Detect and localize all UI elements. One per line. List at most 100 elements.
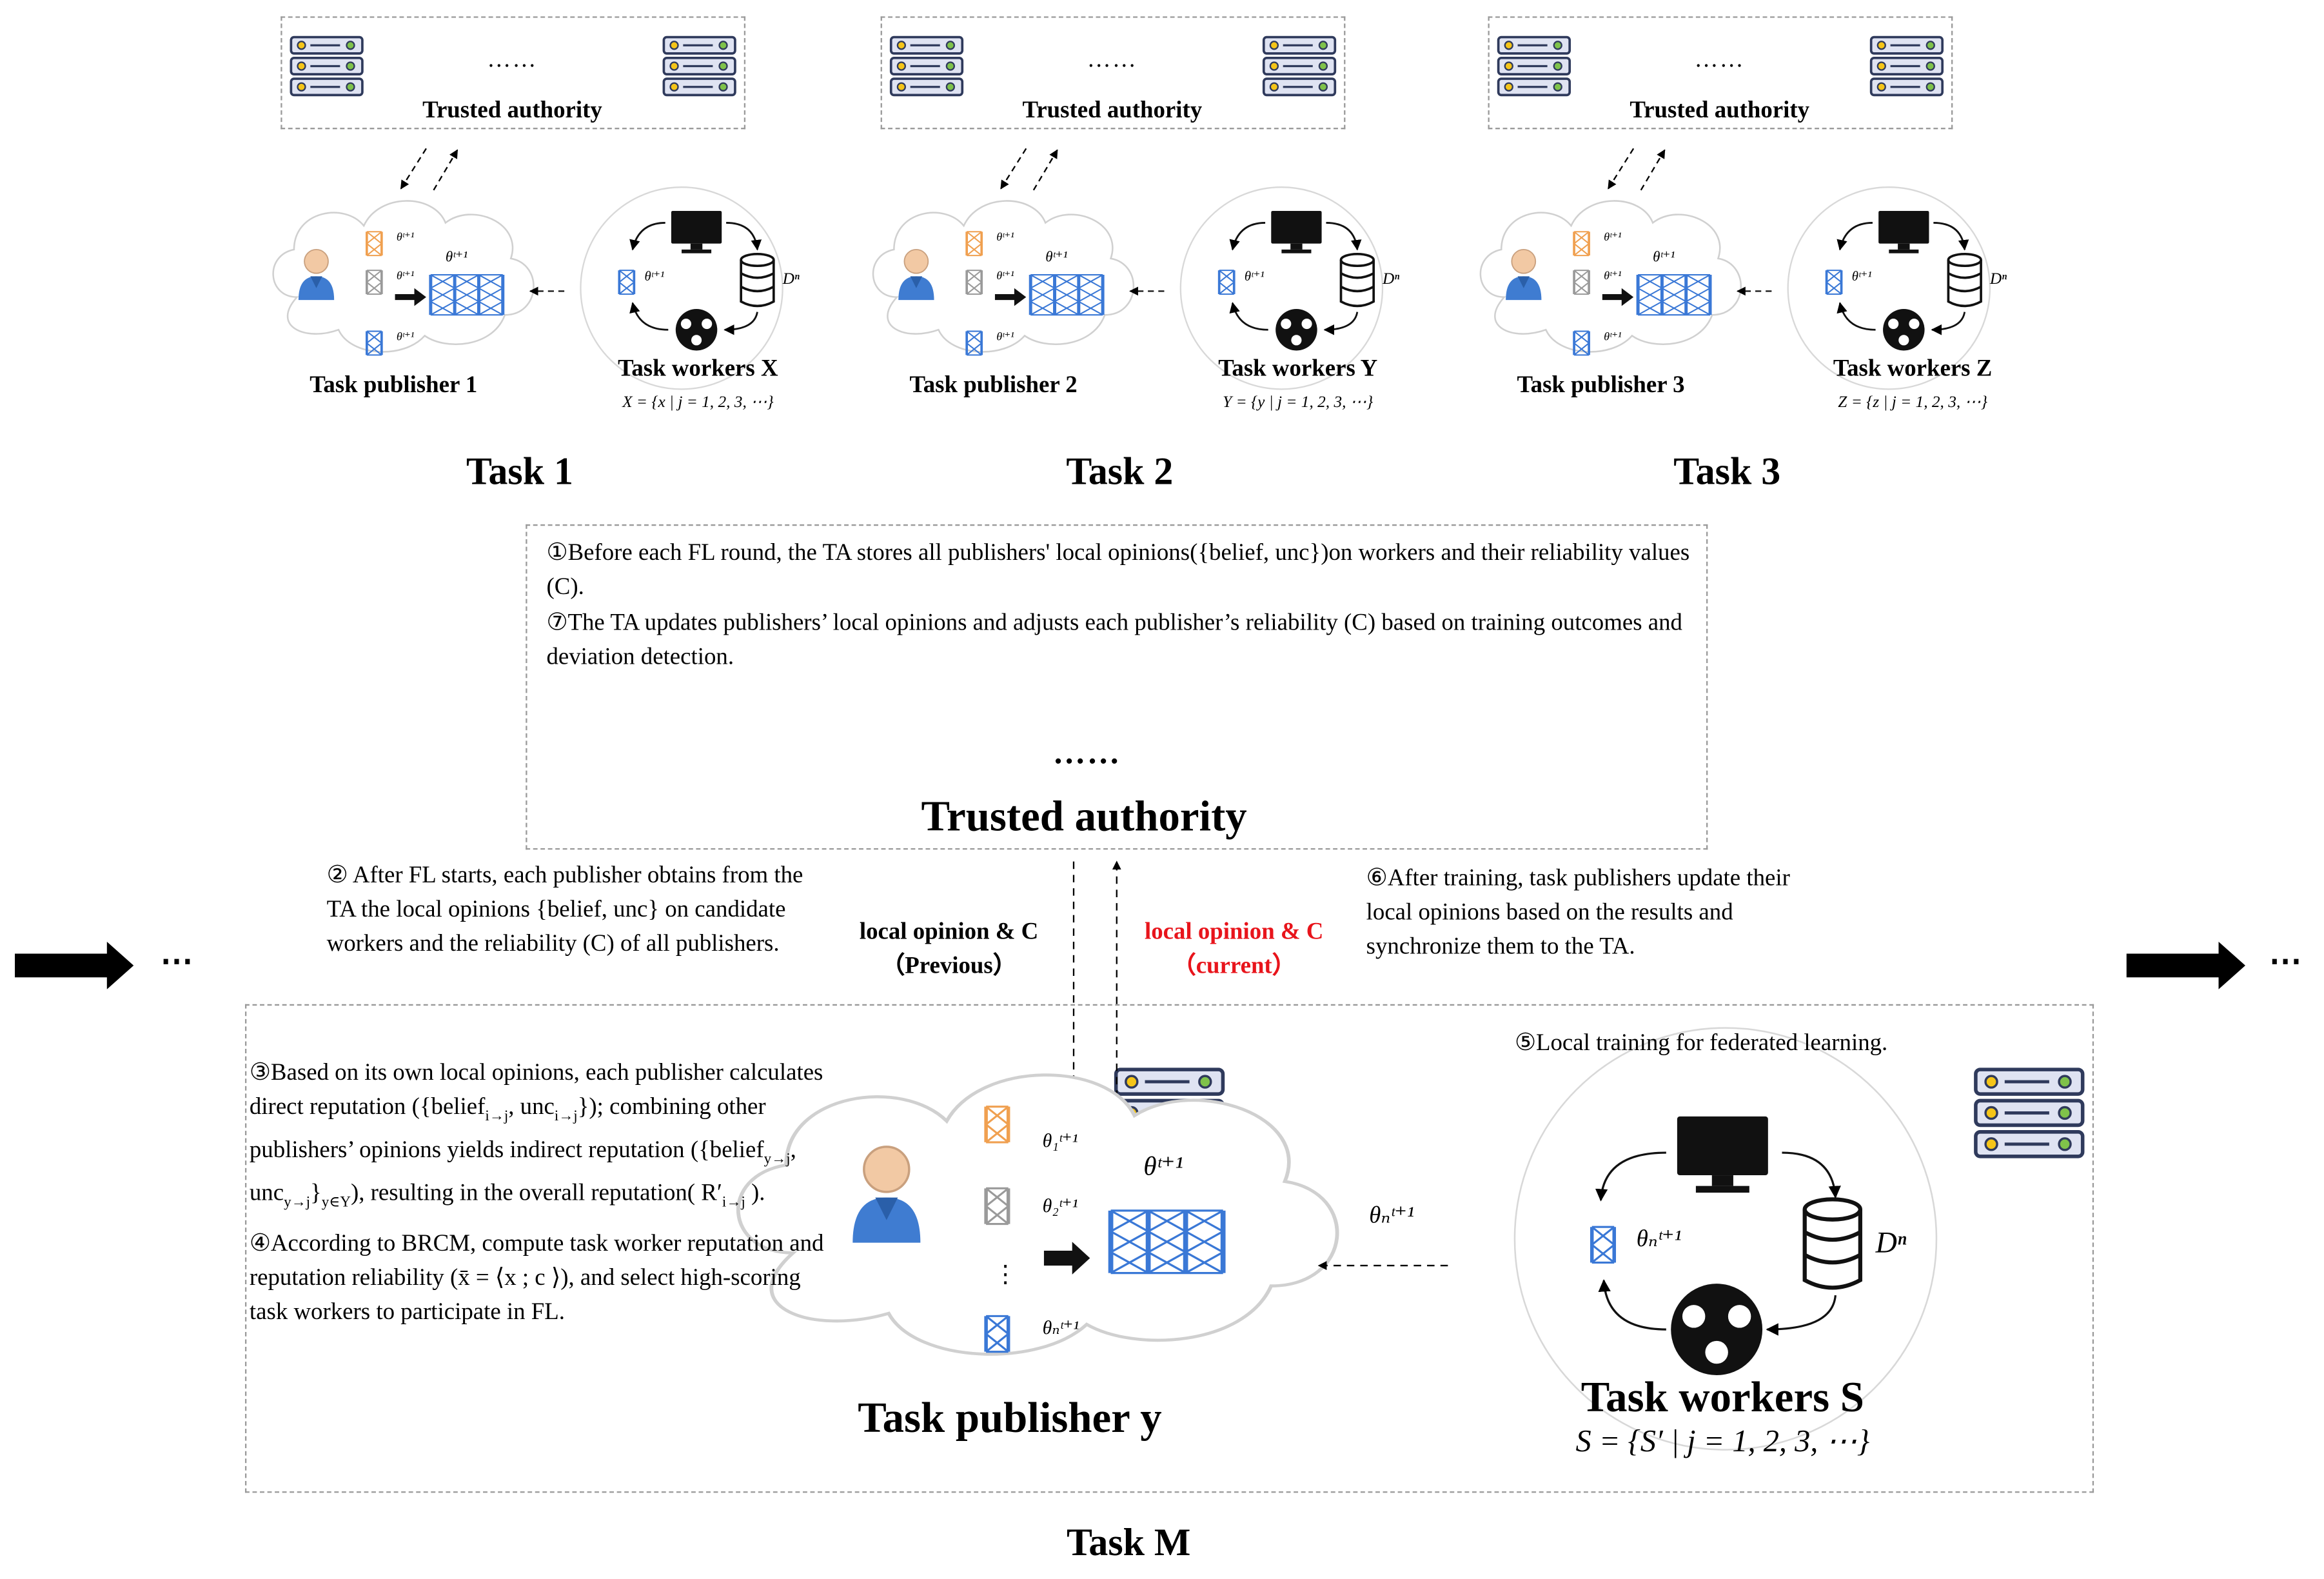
vertical-ellipsis: ⋮ (993, 1262, 1018, 1288)
step-3-part: ), resulting in the overall reputation( … (350, 1181, 722, 1207)
ellipsis: …… (1087, 47, 1138, 73)
dataset-label: Dⁿ (1383, 270, 1400, 288)
neural-network-icon (1030, 275, 1103, 315)
group-icon (675, 309, 718, 351)
theta-transfer-label: θₙᵗ⁺¹ (1369, 1203, 1415, 1229)
task-workers-label: Task workers Y (1218, 356, 1378, 382)
theta-1-label: θ₁ᵗ⁺¹ (1042, 1129, 1078, 1151)
task-2-authority-box (880, 16, 1346, 130)
step-7-text: ⑦The TA updates publishers’ local opinio… (546, 610, 1682, 670)
opinion-current-line1: local opinion & C (1144, 919, 1324, 945)
step-3-sub: y∈Y (321, 1195, 351, 1212)
left-ellipsis: ⋯ (160, 942, 193, 979)
step-6-text: ⑥After training, task publishers update … (1366, 866, 1790, 960)
trusted-authority-label: Trusted authority (1630, 97, 1810, 124)
theta-worker-label: θᵗ⁺¹ (1851, 268, 1872, 284)
step-3-part: combining other publishers’ opinions yie… (249, 1095, 766, 1164)
download-arrow (400, 148, 427, 190)
theta-label: θᵗ⁺¹ (996, 330, 1014, 343)
step-3-sub: i→j (554, 1108, 578, 1125)
opinion-current-line2: （current） (1172, 953, 1296, 979)
database-icon (1947, 252, 1982, 308)
neural-network-icon (431, 275, 503, 315)
opinion-previous-line2: （Previous） (881, 953, 1017, 979)
theta-main-label: θᵗ⁺¹ (1653, 249, 1675, 266)
theta-label: θᵗ⁺¹ (396, 330, 415, 343)
task-2-group (872, 35, 1384, 390)
right-ellipsis: ⋯ (2269, 942, 2302, 979)
theta-main-label: θᵗ⁺¹ (1143, 1151, 1183, 1181)
theta-main-label: θᵗ⁺¹ (445, 249, 468, 266)
step-3-text: ③Based on its own local opinions, each p… (250, 1056, 832, 1220)
dataset-label: Dⁿ (782, 270, 800, 288)
task-title: Task 1 (466, 450, 573, 493)
step-3-part: ③Based on its own local opinions, each p… (249, 1060, 823, 1120)
theta-label: θᵗ⁺¹ (996, 230, 1014, 244)
opinion-previous-line1: local opinion & C (859, 919, 1039, 945)
step-5-text: ⑤Local training for federated learning. (1514, 1031, 1888, 1057)
worker-circle (1179, 186, 1384, 390)
step-1-text: ①Before each FL round, the TA stores all… (546, 541, 1690, 601)
worker-circle (1513, 1027, 1938, 1451)
workers-set-label: Y = {y | j = 1, 2, 3, ⋯} (1223, 393, 1374, 412)
download-arrow (1608, 148, 1635, 190)
task-m-title: Task M (1066, 1521, 1191, 1564)
step-3-part: , unc (249, 1138, 796, 1207)
task-3-group (1479, 35, 1991, 390)
ellipsis: …… (1052, 733, 1121, 771)
theta-worker-label: θₙᵗ⁺¹ (1636, 1227, 1682, 1253)
theta-n-label: θₙᵗ⁺¹ (1042, 1316, 1079, 1338)
task-publisher-label: Task publisher 2 (909, 373, 1078, 399)
step-2-text: ② After FL starts, each publisher obtain… (326, 862, 803, 957)
opinion-previous-label: local opinion & C （Previous） (840, 915, 1057, 984)
trusted-authority-label: Trusted authority (422, 97, 602, 124)
theta-label: θᵗ⁺¹ (1604, 230, 1622, 244)
arrow-icon (1602, 288, 1634, 306)
neural-network-icon (1638, 275, 1710, 315)
task-workers-label: Task workers X (618, 356, 778, 382)
opinion-current-label: local opinion & C （current） (1126, 915, 1343, 984)
step-3-part: ). (745, 1181, 765, 1207)
task-workers-s-label: Task workers S (1581, 1374, 1864, 1422)
theta-label: θᵗ⁺¹ (396, 268, 415, 283)
arrow-icon (1043, 1242, 1090, 1275)
dataset-label: Dⁿ (1989, 270, 2007, 288)
arrow-icon (994, 288, 1027, 306)
theta-label: θᵗ⁺¹ (396, 230, 415, 244)
group-icon (1275, 309, 1317, 351)
dataset-label: Dⁿ (1875, 1227, 1907, 1260)
task-publisher-label: Task publisher 1 (310, 373, 478, 399)
task-m-box (244, 1004, 2094, 1493)
step-3-part: , unc (508, 1095, 555, 1120)
worker-circle (580, 186, 783, 390)
task-workers-label: Task workers Z (1833, 356, 1993, 382)
theta-label: θᵗ⁺¹ (996, 268, 1014, 283)
step-3-sub: y→j (763, 1151, 791, 1168)
ellipsis: …… (487, 47, 538, 73)
task-1-group (272, 35, 783, 390)
database-icon (740, 252, 775, 308)
left-flow-arrow-icon (15, 942, 134, 989)
workers-s-set-label: S = {S′ | j = 1, 2, 3, ⋯} (1575, 1423, 1870, 1459)
central-authority-box (526, 524, 1708, 850)
theta-worker-label: θᵗ⁺¹ (1244, 268, 1265, 284)
workers-set-label: X = {x | j = 1, 2, 3, ⋯} (622, 393, 774, 412)
task-3-authority-box (1488, 16, 1953, 130)
upload-arrow (1640, 149, 1666, 191)
central-authority-label: Trusted authority (921, 793, 1247, 841)
theta-main-label: θᵗ⁺¹ (1045, 249, 1068, 266)
task-title: Task 3 (1673, 450, 1781, 493)
task-publisher-label: Task publisher 3 (1517, 373, 1685, 399)
workers-set-label: Z = {z | j = 1, 2, 3, ⋯} (1838, 393, 1987, 412)
ellipsis: …… (1694, 47, 1745, 73)
trusted-authority-label: Trusted authority (1022, 97, 1203, 124)
theta-label: θᵗ⁺¹ (1604, 330, 1622, 343)
upload-arrow (1032, 149, 1058, 191)
step-3-part: }); (577, 1095, 604, 1120)
step-4-text: ④According to BRCM, compute task worker … (249, 1231, 824, 1326)
step-3-sub: i→j (722, 1195, 745, 1212)
theta-2-label: θ₂ᵗ⁺¹ (1042, 1194, 1078, 1217)
download-arrow (1000, 148, 1027, 190)
task-1-authority-box (281, 16, 746, 130)
arrow-icon (395, 288, 426, 306)
